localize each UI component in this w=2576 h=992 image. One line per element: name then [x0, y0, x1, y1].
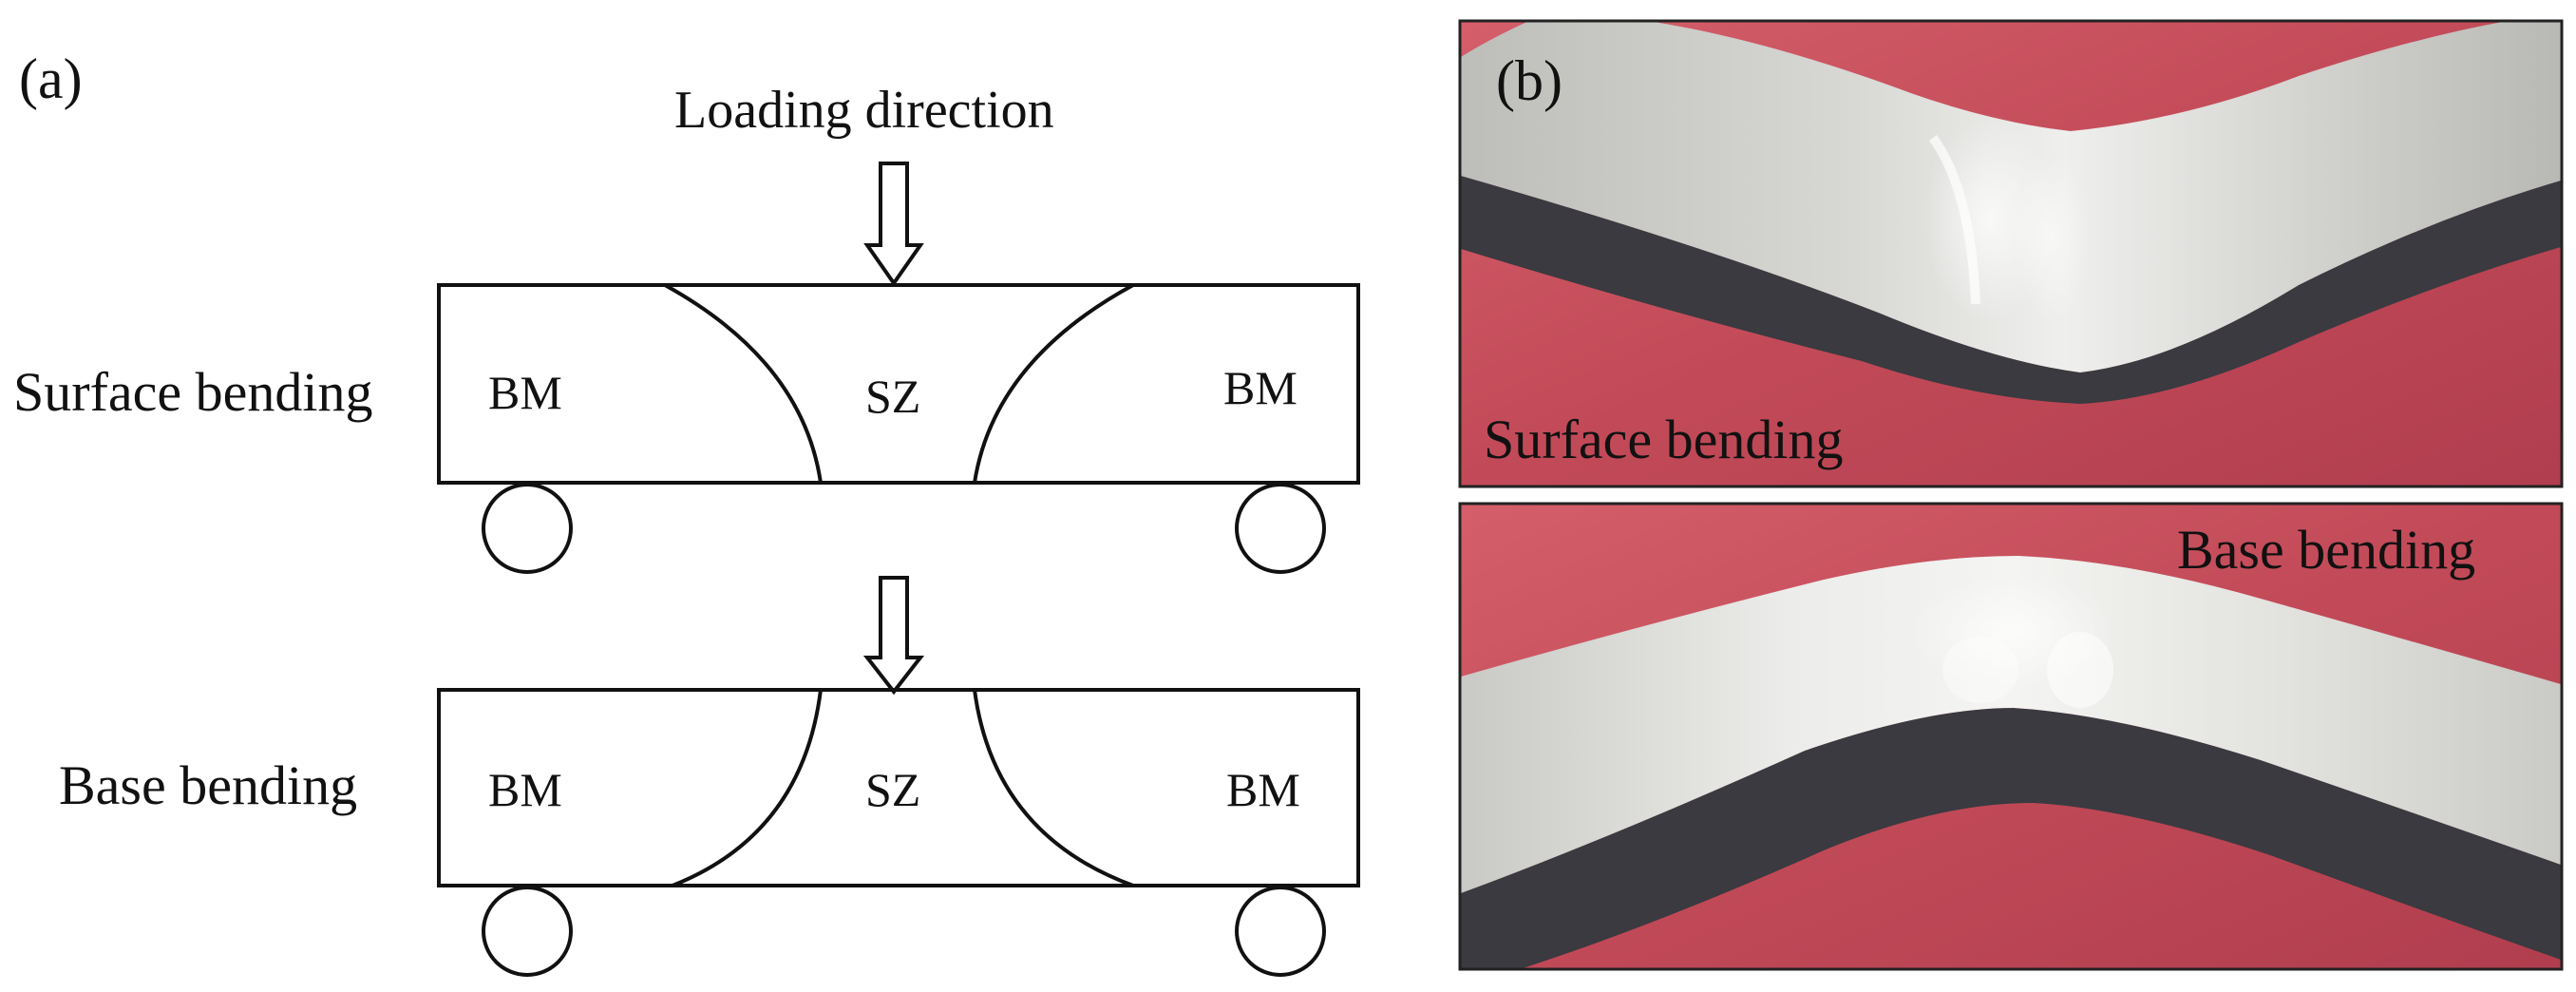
specimen-bar: [437, 688, 1360, 887]
bm-left-label: BM: [488, 763, 562, 816]
support-roller-left: [482, 483, 573, 574]
panel-b-label: (b): [1496, 49, 1563, 112]
loading-direction-label: Loading direction: [674, 81, 1054, 140]
loading-arrow-icon: [862, 576, 925, 696]
base-bending-label: Base bending: [59, 754, 357, 816]
sz-label: SZ: [865, 763, 920, 816]
support-roller-right: [1235, 483, 1326, 574]
surface-bending-specimen: Surface bending BM SZ BM: [13, 283, 1360, 574]
surface-bending-label: Surface bending: [13, 361, 372, 423]
panel-a-label: (a): [19, 48, 83, 110]
support-roller-left: [482, 886, 573, 977]
stir-zone-left-boundary: [664, 283, 823, 484]
bm-left-label: BM: [488, 366, 562, 419]
specimen-bar: [437, 283, 1360, 485]
surface-bending-caption: Surface bending: [1484, 409, 1843, 470]
support-roller-right: [1235, 886, 1326, 977]
loading-arrow-icon: [863, 162, 924, 287]
base-bending-photo: Base bending: [1458, 502, 2564, 971]
panel-b-photos: Surface bending Base bending (b): [1458, 19, 2564, 971]
sz-label: SZ: [865, 370, 920, 423]
bm-right-label: BM: [1226, 763, 1300, 816]
panel-a-schematic: (a) Loading direction Surface bending BM…: [13, 48, 1360, 977]
bm-right-label: BM: [1223, 361, 1297, 414]
stir-zone-left-boundary: [672, 689, 823, 887]
stir-zone-right-boundary: [973, 689, 1134, 887]
base-bending-caption: Base bending: [2177, 519, 2475, 581]
stir-zone-right-boundary: [973, 283, 1134, 484]
surface-bending-photo: Surface bending: [1458, 19, 2564, 488]
base-bending-specimen: Base bending BM SZ BM: [59, 688, 1360, 977]
